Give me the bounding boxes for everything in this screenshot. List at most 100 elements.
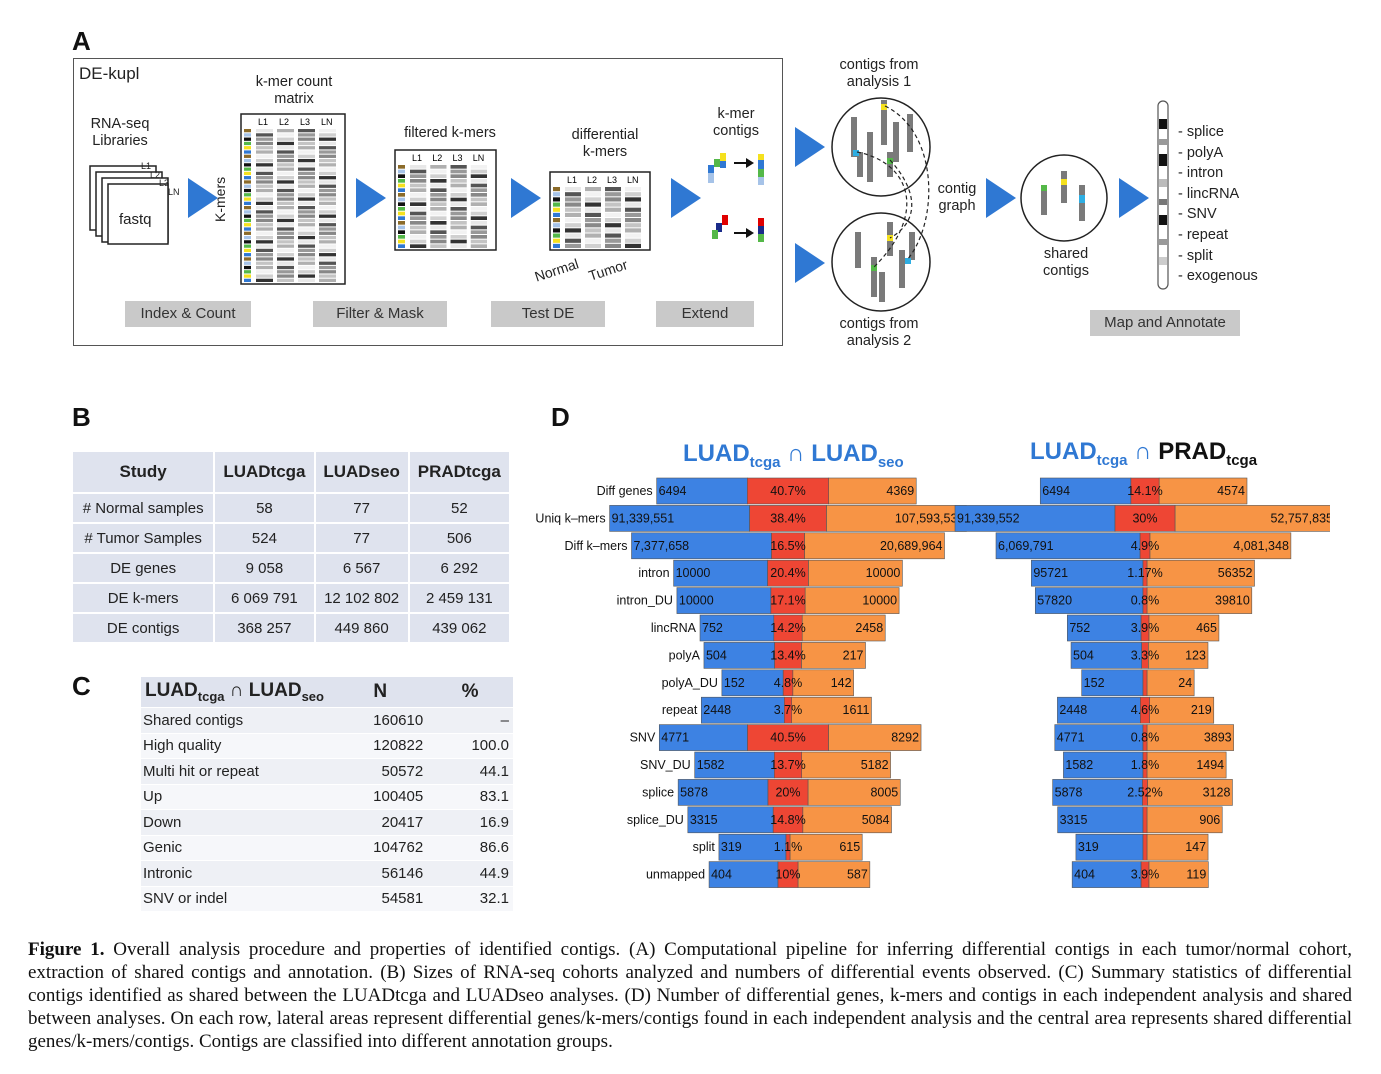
bar-center <box>767 779 809 806</box>
table-cell: 449 860 <box>314 613 410 644</box>
bar-left <box>700 696 785 724</box>
table-cell: 77 <box>314 523 410 554</box>
contig-graph-label: contig graph <box>937 181 977 214</box>
matrix-col-label: LN <box>627 175 639 185</box>
bar-label-left: 6494 <box>1042 484 1070 498</box>
kmer-contigs-title: k-mer contigs <box>713 106 759 139</box>
bar-left <box>1063 751 1144 779</box>
table-cell: DE k-mers <box>73 583 216 614</box>
chart-title-left: LUADtcga ∩ LUADseo <box>683 440 904 471</box>
bar-label-center: 1.17% <box>1127 566 1162 580</box>
table-cell: Down <box>141 809 334 836</box>
bar-center <box>1141 642 1149 669</box>
bar-label-right: 1611 <box>843 703 870 717</box>
bar-label-right: 107,593,535 <box>895 511 965 525</box>
shared-contigs-icon <box>1020 154 1108 242</box>
matrix-col-label: L3 <box>300 117 310 127</box>
step-filter-mask: Filter & Mask <box>313 301 447 327</box>
bar-left <box>1071 861 1142 888</box>
bar-left <box>673 559 768 587</box>
arrow-icon <box>795 127 825 167</box>
bar-center <box>1142 587 1148 614</box>
bar-right <box>1146 724 1234 751</box>
bar-label-left: 404 <box>711 868 732 882</box>
contig-graph-icon <box>831 97 931 312</box>
bar-left <box>1067 614 1142 642</box>
bar-center <box>1142 751 1148 779</box>
table-cell: 439 062 <box>408 613 512 644</box>
arrow-icon <box>795 243 825 283</box>
matrix-col-label: L3 <box>607 175 617 185</box>
bar-center <box>1142 833 1148 861</box>
bar-left <box>995 532 1141 560</box>
dekupl-title: DE-kupl <box>79 64 140 83</box>
bar-label-center: 14.2% <box>770 621 805 635</box>
table-cell: 9 058 <box>214 553 316 584</box>
matrix-col-label: L2 <box>279 117 289 127</box>
table-cell: 56146 <box>333 860 428 887</box>
bar-label-right: 587 <box>847 868 868 882</box>
bar-right <box>828 477 917 505</box>
panel-b-label: B <box>72 402 91 432</box>
bar-right <box>1146 587 1253 614</box>
bar-label-left: 57820 <box>1037 594 1072 608</box>
bar-label-center: 14.1% <box>1127 484 1162 498</box>
arrow-icon <box>1119 178 1149 218</box>
category-label: repeat <box>662 703 698 717</box>
table-cell: 54581 <box>333 886 428 912</box>
bar-label-center: 0.8% <box>1131 594 1160 608</box>
table-cell: Shared contigs <box>141 707 334 734</box>
lib-label-l1: L1 <box>141 161 152 171</box>
bar-right <box>826 505 967 532</box>
table-cell: 120822 <box>333 733 428 759</box>
table-cell: 6 292 <box>408 553 512 584</box>
bar-center <box>1130 477 1160 505</box>
bar-label-left: 1582 <box>1065 758 1093 772</box>
bar-center <box>1142 806 1148 834</box>
bar-label-center: 10% <box>775 868 800 882</box>
table-cell: 52 <box>408 493 512 524</box>
category-label: Diff genes <box>597 484 653 498</box>
bar-center <box>773 614 803 642</box>
bar-label-left: 3315 <box>1060 813 1088 827</box>
bar-label-right: 4369 <box>886 484 914 498</box>
bar-label-right: 5084 <box>862 813 890 827</box>
bar-label-center: 40.5% <box>770 731 805 745</box>
table-cell: # Tumor Samples <box>73 523 216 554</box>
bar-label-left: 95721 <box>1033 566 1068 580</box>
panel-c-label: C <box>72 671 91 701</box>
bar-left <box>1034 587 1144 614</box>
bar-left <box>954 505 1116 532</box>
bar-label-right: 24 <box>1178 676 1192 690</box>
filtered-kmers-title: filtered k-mers <box>404 125 496 141</box>
bar-label-center: 1.1% <box>774 840 803 854</box>
bar-label-center: 13.7% <box>770 758 805 772</box>
bar-left <box>658 724 748 751</box>
bar-label-right: 3893 <box>1204 731 1232 745</box>
bar-label-left: 1582 <box>697 758 725 772</box>
bar-label-left: 10000 <box>679 594 714 608</box>
bar-label-left: 319 <box>721 840 742 854</box>
bar-label-left: 3315 <box>690 813 718 827</box>
bar-left <box>718 833 787 861</box>
table-cell: 86.6 <box>427 835 513 861</box>
table-cell: Genic <box>141 835 334 861</box>
table-cell: 44.9 <box>427 860 513 887</box>
lib-label-ln: LN <box>168 187 180 197</box>
bar-center <box>1142 559 1148 587</box>
bar-label-left: 6494 <box>659 484 687 498</box>
table-cell: 368 257 <box>214 613 316 644</box>
bar-label-center: 20% <box>775 785 800 799</box>
analysis1-label: contigs from analysis 1 <box>839 57 919 90</box>
bar-label-left: 7,377,658 <box>634 539 690 553</box>
table-cell: 50572 <box>333 758 428 785</box>
figure-caption: Figure 1. Overall analysis procedure and… <box>28 938 1352 1053</box>
lib-label-l2: L2 <box>150 170 161 180</box>
bar-center <box>1140 696 1150 724</box>
bar-right <box>1146 669 1195 697</box>
table-cell: 524 <box>214 523 316 554</box>
bar-center <box>1142 724 1148 751</box>
bar-label-center: 0.8% <box>1131 731 1160 745</box>
rnaseq-label: RNA-seq Libraries <box>90 116 150 149</box>
